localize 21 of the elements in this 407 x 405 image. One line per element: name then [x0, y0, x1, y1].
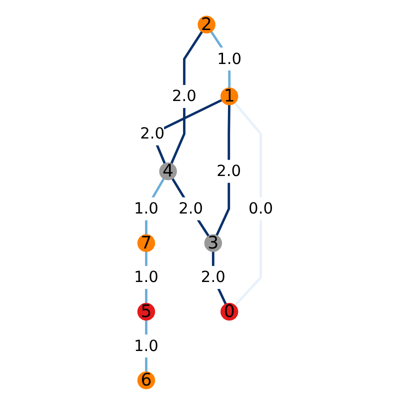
edge-label: 2.0	[172, 86, 196, 106]
node-circle: 4	[159, 162, 177, 180]
connector	[234, 102, 262, 306]
node-circle: 7	[137, 234, 156, 252]
node-circle: 2	[198, 16, 216, 34]
edge-label: 1.0	[134, 199, 158, 218]
edge-label: 1.0	[134, 268, 158, 286]
edge-label: 1.0	[134, 336, 158, 355]
edge-label: 0.0	[248, 199, 273, 218]
edge-label: 2.0	[216, 162, 242, 180]
edge-label: 2.0	[140, 124, 165, 143]
edge-label: 2.0	[200, 268, 226, 286]
node-circle: 3	[204, 234, 222, 252]
node-circle: 5	[137, 302, 156, 321]
edge-label: 2.0	[178, 199, 204, 218]
edge-label: 1.0	[217, 49, 242, 68]
node-circle: 0	[220, 302, 238, 321]
connector	[170, 31, 203, 164]
node-circle: 6	[137, 372, 156, 390]
node-circle: 1	[220, 88, 238, 106]
connector	[171, 178, 210, 237]
